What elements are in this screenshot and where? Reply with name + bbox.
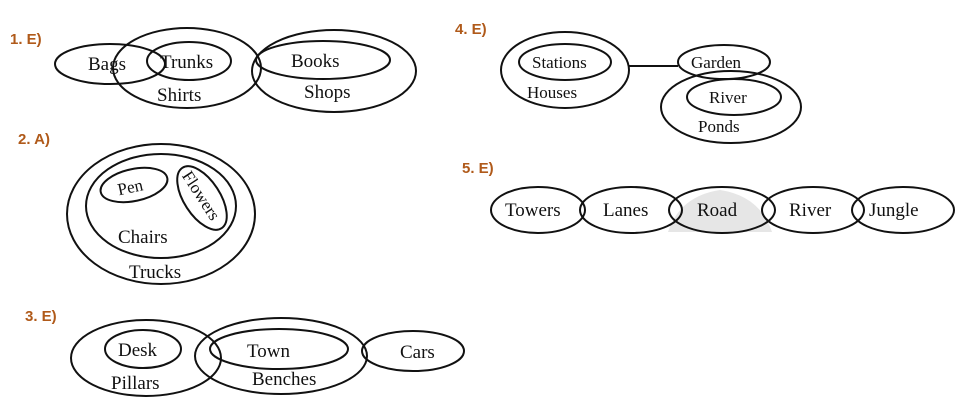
flowers-text: Flowers (178, 167, 224, 223)
jungle-ellipse (851, 186, 955, 234)
books-text: Books (291, 51, 340, 72)
pillars-ellipse (70, 319, 222, 397)
diagram-5-label: 5. E) (462, 160, 494, 177)
pillars-text: Pillars (111, 373, 160, 394)
river-text-4: River (709, 88, 747, 107)
trunks-text: Trunks (160, 52, 213, 73)
road-text: Road (697, 200, 738, 221)
benches-text: Benches (252, 369, 316, 390)
diagram-5: 5. E) Towers Lanes Road River Jungle (462, 160, 955, 234)
diagram-3: 3. E) Desk Town Cars Pillars Benches (25, 308, 465, 397)
bags-text: Bags (88, 54, 126, 75)
river-ellipse-4 (686, 78, 782, 116)
trucks-text: Trucks (129, 262, 181, 283)
ponds-ellipse (660, 70, 802, 144)
garden-text: Garden (691, 53, 742, 72)
diagram-1-label: 1. E) (10, 31, 42, 48)
books-ellipse (255, 40, 391, 80)
shops-ellipse (251, 29, 417, 113)
bags-ellipse (54, 43, 166, 85)
diagram-2: 2. A) Pen Flowers Chairs Trucks (18, 131, 256, 285)
shirts-text: Shirts (157, 85, 201, 106)
houses-ellipse (500, 31, 630, 109)
cars-ellipse (361, 330, 465, 372)
diagram-4: 4. E) Stations Houses Garden River Ponds (455, 21, 802, 144)
river-ellipse-5 (761, 186, 865, 234)
chairs-ellipse (85, 153, 237, 259)
diagram-3-label: 3. E) (25, 308, 57, 325)
towers-text: Towers (505, 200, 561, 221)
diagram-2-label: 2. A) (18, 131, 50, 148)
stations-text: Stations (532, 53, 587, 72)
pen-ellipse (99, 166, 169, 204)
town-ellipse (209, 328, 349, 370)
lanes-text: Lanes (603, 200, 648, 221)
houses-text: Houses (527, 83, 577, 102)
watermark-shape (668, 190, 772, 232)
trunks-ellipse (146, 41, 232, 81)
road-ellipse (668, 186, 776, 234)
desk-ellipse (104, 329, 182, 369)
pen-text: Pen (116, 175, 145, 199)
jungle-text: Jungle (869, 200, 919, 221)
towers-ellipse (490, 186, 586, 234)
chairs-text: Chairs (118, 227, 168, 248)
diagram-1: 1. E) Bags Trunks Books Shirts Shops (10, 27, 417, 113)
shops-text: Shops (304, 82, 350, 103)
trucks-ellipse (66, 143, 256, 285)
cars-text: Cars (400, 342, 435, 363)
lanes-ellipse (579, 186, 683, 234)
flowers-ellipse (176, 165, 228, 231)
stations-ellipse (518, 43, 612, 81)
river-text-5: River (789, 200, 832, 221)
desk-text: Desk (118, 340, 158, 361)
diagram-4-label: 4. E) (455, 21, 487, 38)
town-text: Town (247, 341, 291, 362)
benches-ellipse (194, 317, 368, 395)
ponds-text: Ponds (698, 117, 740, 136)
